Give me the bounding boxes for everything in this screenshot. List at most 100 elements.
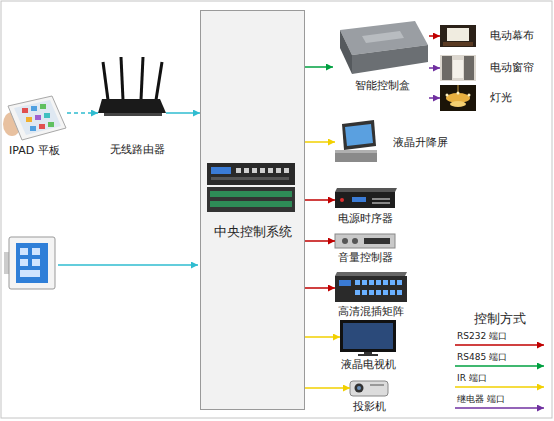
central-device-part: [260, 168, 265, 173]
connector: [166, 112, 200, 114]
connector: [305, 287, 335, 289]
central-device-part: [252, 168, 257, 173]
screen-photo-part: [443, 42, 473, 46]
control-box-icon-part: [340, 30, 352, 74]
connector: [305, 141, 335, 143]
legend-lines-part: [455, 344, 544, 346]
router-icon-part: [103, 62, 108, 100]
screen-photo: [440, 25, 476, 47]
matrix-icon-part: [339, 280, 351, 286]
device-node: 液晶升降屏: [335, 120, 449, 162]
connector: [305, 66, 333, 68]
wall-panel-icon-part: [20, 270, 40, 277]
matrix-icon-part: [383, 290, 388, 295]
device-node: 高清混插矩阵: [335, 272, 407, 320]
connector: [67, 112, 98, 114]
power-sequencer-icon-part: [372, 198, 390, 200]
curtain-photo-part: [440, 55, 476, 81]
matrix-icon-part: [335, 276, 407, 302]
device-node: IPAD 平板: [5, 95, 67, 159]
ipad-icon-part: [48, 122, 54, 127]
central-device-part: [284, 168, 289, 173]
central-device-part: [207, 187, 295, 212]
matrix-icon-part: [362, 280, 367, 285]
node-label: 电源时序器: [338, 212, 393, 226]
curtain-photo: [440, 55, 476, 81]
legend-lines-part: [455, 407, 544, 409]
router-icon-part: [156, 62, 162, 100]
chandelier-photo-part: [450, 101, 466, 107]
ipad-icon-part: [30, 126, 36, 131]
node-label: 投影机: [353, 400, 386, 414]
legend-lines: [455, 345, 544, 408]
ipad-icon-part: [31, 106, 37, 111]
control-box-icon-part: [352, 45, 428, 74]
wall-panel-icon: [4, 237, 55, 289]
ipad-icon-part: [26, 117, 32, 122]
central-device: [207, 163, 295, 212]
connector: [429, 97, 440, 99]
volume-controller-icon-part: [364, 238, 390, 244]
chandelier-photo-part: [458, 85, 459, 92]
matrix-icon-part: [383, 280, 388, 285]
legend-lines-part: [455, 386, 544, 388]
power-sequencer-icon: [335, 188, 397, 208]
projector-icon-part: [350, 381, 388, 396]
central-device-part: [207, 163, 295, 185]
curtain-photo-part: [442, 56, 452, 80]
connector: [305, 199, 335, 201]
lift-screen-icon-part: [342, 120, 376, 150]
wall-panel-icon-part: [32, 248, 40, 255]
matrix-icon-part: [397, 280, 402, 285]
projector-icon: [350, 381, 388, 396]
chandelier-photo-part: [457, 92, 460, 95]
central-device-part: [210, 201, 292, 207]
central-device-part: [210, 191, 292, 197]
matrix-icon-part: [335, 272, 407, 276]
legend-title-box: 控制方式: [474, 311, 526, 327]
ipad-icon-part: [44, 113, 50, 118]
matrix-icon-part: [390, 290, 395, 295]
tv-icon-part: [340, 320, 396, 352]
connector: [305, 240, 335, 242]
central-device-part: [236, 168, 241, 173]
chandelier-photo-part: [468, 94, 471, 97]
matrix-icon-part: [355, 290, 360, 295]
power-sequencer-icon-part: [335, 188, 397, 192]
node-label: 中央控制系统: [214, 224, 292, 240]
legend-entry: 继电器 端口: [457, 394, 505, 405]
tv-icon-part: [358, 354, 378, 356]
ipad-icon-part: [14, 100, 61, 135]
projector-icon-part: [370, 384, 384, 386]
legend-entry: RS485 端口: [457, 352, 507, 363]
connector: [429, 67, 440, 69]
router-icon: [98, 57, 166, 116]
wall-panel-icon-part: [20, 259, 28, 266]
connector: [305, 336, 340, 338]
node-label: 灯光: [490, 91, 512, 105]
legend-label: IR 端口: [457, 373, 487, 384]
device-node: 智能控制盒: [333, 21, 429, 94]
control-box-icon-part: [362, 31, 404, 43]
node-label: IPAD 平板: [9, 144, 60, 158]
legend-label: RS485 端口: [457, 352, 507, 363]
matrix-icon: [335, 272, 407, 302]
legend-entry: RS232 端口: [457, 331, 507, 342]
matrix-icon-part: [376, 290, 381, 295]
central-device-part: [211, 167, 231, 174]
legend-lines-part: [455, 365, 544, 367]
wall-panel-icon-part: [32, 259, 40, 266]
chandelier-photo-part: [446, 94, 449, 97]
router-icon-part: [104, 113, 162, 116]
node-label: 高清混插矩阵: [338, 305, 404, 319]
matrix-icon-part: [369, 290, 374, 295]
node-label: 液晶升降屏: [393, 136, 448, 150]
matrix-icon-part: [390, 280, 395, 285]
tv-icon-part: [343, 323, 393, 349]
projector-icon-part: [357, 386, 361, 390]
volume-controller-icon-part: [342, 238, 348, 244]
power-sequencer-icon-part: [335, 192, 395, 208]
wall-panel-icon-part: [16, 243, 48, 283]
